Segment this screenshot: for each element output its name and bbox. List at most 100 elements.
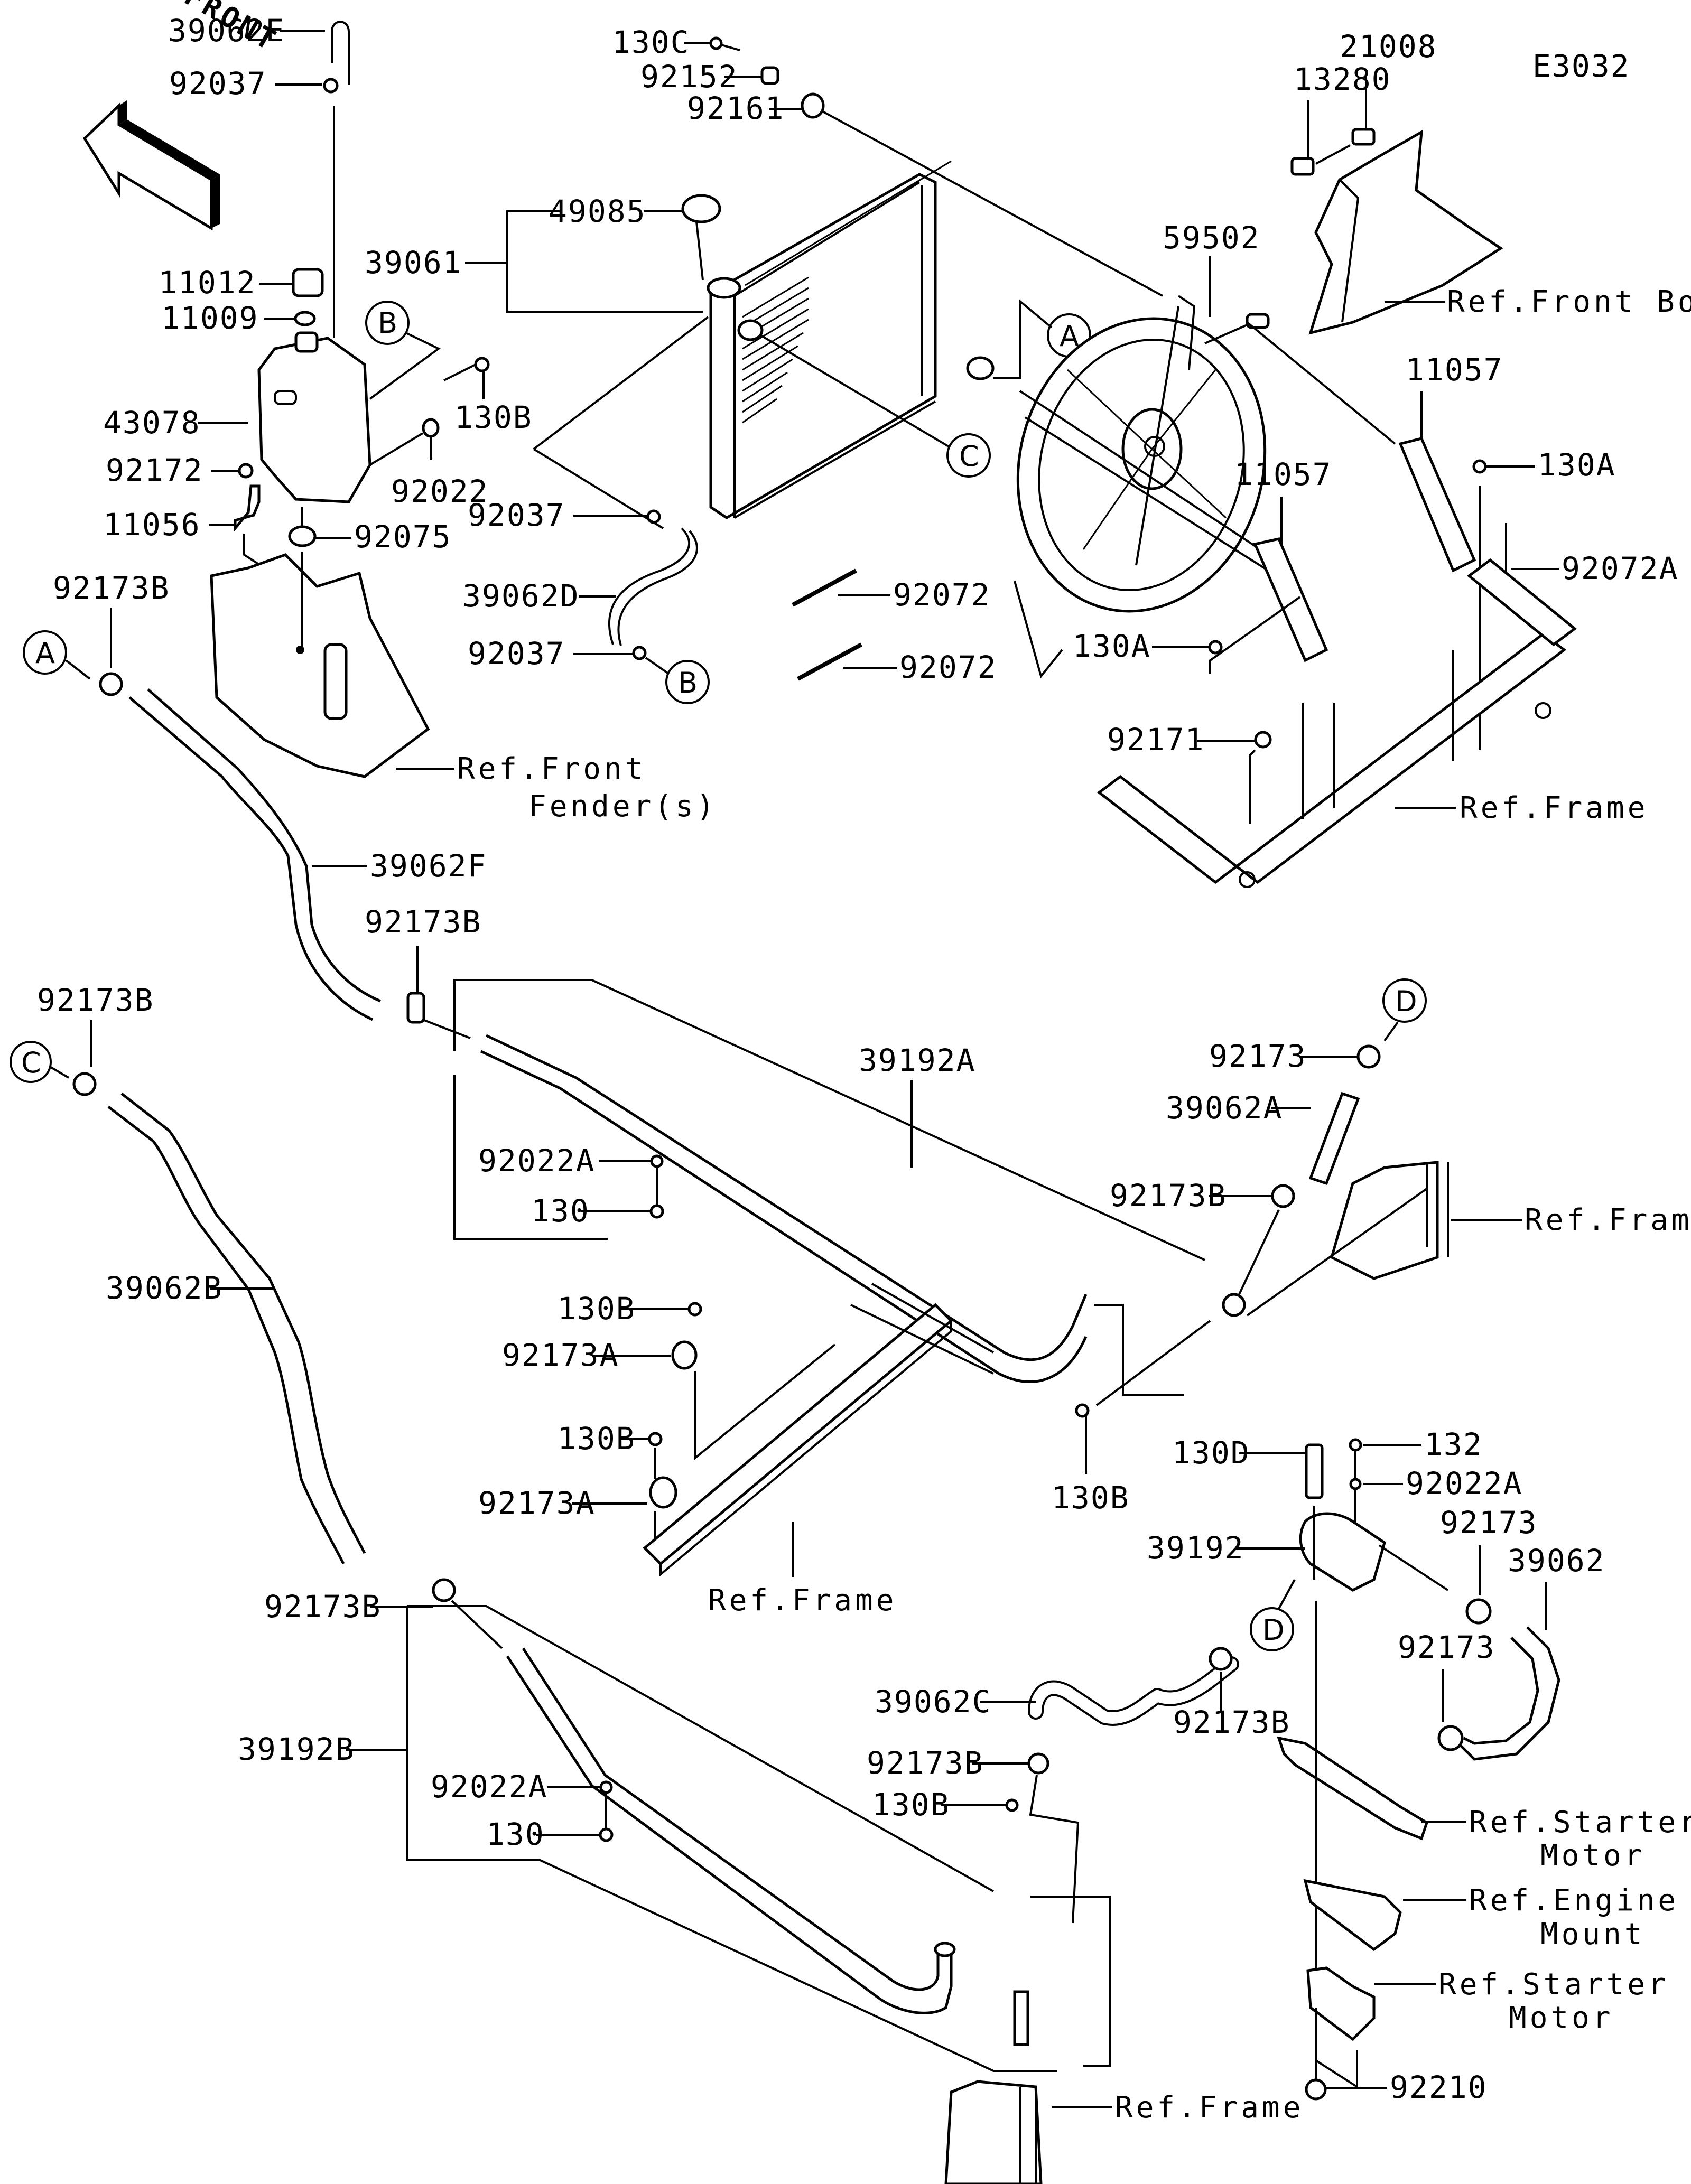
front-box-ref <box>1308 129 1503 335</box>
label-39062: 39062 <box>1508 1543 1605 1579</box>
ref-front-fender-1: Ref.Front <box>457 752 646 786</box>
label-21008: 21008 <box>1340 29 1437 64</box>
label-130B-3: 130B <box>1052 1480 1130 1516</box>
bolt-130A-right-icon <box>1472 459 1487 474</box>
hose-39062 <box>1457 1626 1560 1761</box>
connector-marker-D-top <box>1382 978 1427 1023</box>
label-130A-left: 130A <box>1073 628 1151 664</box>
connector-marker-B-lower <box>665 660 710 704</box>
collar-92152-icon <box>760 66 779 85</box>
label-92037-top: 92037 <box>169 66 267 101</box>
label-39062B: 39062B <box>106 1270 223 1306</box>
frame-ref-bottom <box>944 2080 1043 2184</box>
label-92072-2: 92072 <box>899 649 997 685</box>
label-49085: 49085 <box>549 193 646 229</box>
label-130-2: 130 <box>486 1816 545 1852</box>
bolt-130A-left-icon <box>1208 640 1223 655</box>
clamp-92173-d-icon <box>1356 1044 1381 1069</box>
label-92173B-e: 92173B <box>1173 1704 1290 1740</box>
label-92173B-g: 92173B <box>867 1745 984 1781</box>
clip-92037-mid2-icon <box>632 646 647 660</box>
label-92173B-f: 92173B <box>264 1589 382 1625</box>
connector-marker-D-lower <box>1250 1607 1294 1651</box>
washer-92022A-1-icon <box>650 1154 664 1168</box>
label-92173-f: 92173 <box>1398 1629 1495 1665</box>
connector-marker-A-top-label: A <box>1060 320 1079 353</box>
starter-motor-ref-1 <box>1277 1736 1429 1841</box>
hose-39062D <box>608 527 691 645</box>
label-11056: 11056 <box>103 507 201 543</box>
diagram-code: E3032 <box>1532 48 1630 84</box>
clamp-92173B-g-icon <box>1027 1752 1049 1775</box>
label-92072-1: 92072 <box>893 577 991 613</box>
label-92022A-3: 92022A <box>431 1769 548 1805</box>
pipe-39192A <box>485 1034 1088 1361</box>
label-39061: 39061 <box>365 245 462 281</box>
label-39062A: 39062A <box>1166 1090 1283 1126</box>
ref-front-fender-2: Fender(s) <box>528 789 717 824</box>
pipe-39192B <box>506 1655 953 2014</box>
label-92022A-1: 92022A <box>478 1143 596 1179</box>
washer-92022A-2-icon <box>1349 1478 1362 1490</box>
label-92171: 92171 <box>1107 722 1205 758</box>
clamp-92171-icon <box>1254 731 1272 749</box>
label-130B-tank: 130B <box>454 399 533 435</box>
label-39192A: 39192A <box>859 1042 976 1078</box>
bolt-130B-2-icon <box>648 1432 663 1446</box>
label-11057-left: 11057 <box>1234 456 1332 492</box>
label-39062E: 39062E <box>168 13 285 49</box>
bracket-11057-right <box>1398 437 1476 573</box>
reservoir-tank-43078 <box>257 331 371 503</box>
label-11009: 11009 <box>161 300 259 336</box>
connector-marker-C-lower <box>10 1041 52 1083</box>
ref-starter-motor-2b: Motor <box>1509 2001 1614 2035</box>
connector-marker-A-lower <box>23 630 67 675</box>
bracket-11056-icon <box>234 484 261 532</box>
cap-11012-icon <box>292 268 324 297</box>
ref-engine-mount-b: Mount <box>1540 1917 1646 1952</box>
connector-marker-C-top-label: C <box>959 440 979 473</box>
label-130D: 130D <box>1172 1435 1250 1471</box>
label-132: 132 <box>1424 1426 1483 1462</box>
hose-39062B <box>107 1106 345 1565</box>
clamp-92173A-1-icon <box>671 1340 698 1370</box>
label-92161: 92161 <box>687 90 785 126</box>
frame-ref-right <box>1330 1161 1449 1280</box>
front-fender-ref <box>210 553 430 778</box>
engine-mount-ref <box>1303 1879 1402 1952</box>
label-92173B-b: 92173B <box>365 904 482 940</box>
relay-13280-icon <box>1290 157 1315 176</box>
label-39192: 39192 <box>1147 1530 1244 1566</box>
clamp-92173B-b-icon <box>406 992 425 1024</box>
bolt-132-icon <box>1349 1438 1362 1452</box>
bolt-130B-3-icon <box>1075 1403 1090 1418</box>
fan-assembly-59502 <box>1014 295 1270 679</box>
gasket-11009-icon <box>294 311 316 326</box>
label-130B-4: 130B <box>872 1787 950 1823</box>
connector-marker-B <box>365 301 410 345</box>
label-92210: 92210 <box>1390 2069 1488 2105</box>
label-11057-right: 11057 <box>1406 352 1503 388</box>
label-92022: 92022 <box>391 473 489 509</box>
label-39062C: 39062C <box>875 1684 992 1720</box>
hose-39062A <box>1308 1091 1360 1186</box>
label-43078: 43078 <box>103 405 201 441</box>
connector-marker-B-lower-label: B <box>678 666 698 699</box>
connector-marker-D-top-label: D <box>1395 985 1417 1018</box>
label-92075: 92075 <box>354 519 452 555</box>
frame-ref-center <box>643 1283 994 1577</box>
bolt-130-1-icon <box>649 1204 664 1219</box>
connector-marker-C-lower-label: C <box>21 1046 41 1079</box>
ref-starter-motor-2a: Ref.Starter <box>1438 1967 1669 2002</box>
label-92173-e: 92173 <box>1440 1505 1538 1541</box>
ref-frame-3: Ref.Frame <box>708 1583 897 1618</box>
bolt-130B-icon <box>474 357 490 372</box>
bolt-130D-icon <box>1305 1443 1324 1499</box>
connector-marker-D-lower-label: D <box>1262 1613 1285 1647</box>
grommet-92075-icon <box>288 525 317 547</box>
bolt-130B-1-icon <box>687 1302 702 1317</box>
pipe-39192B-bracket <box>1013 1990 1029 2046</box>
tie-92072-1-icon <box>792 568 857 607</box>
starter-motor-ref-2 <box>1306 1966 1376 2041</box>
